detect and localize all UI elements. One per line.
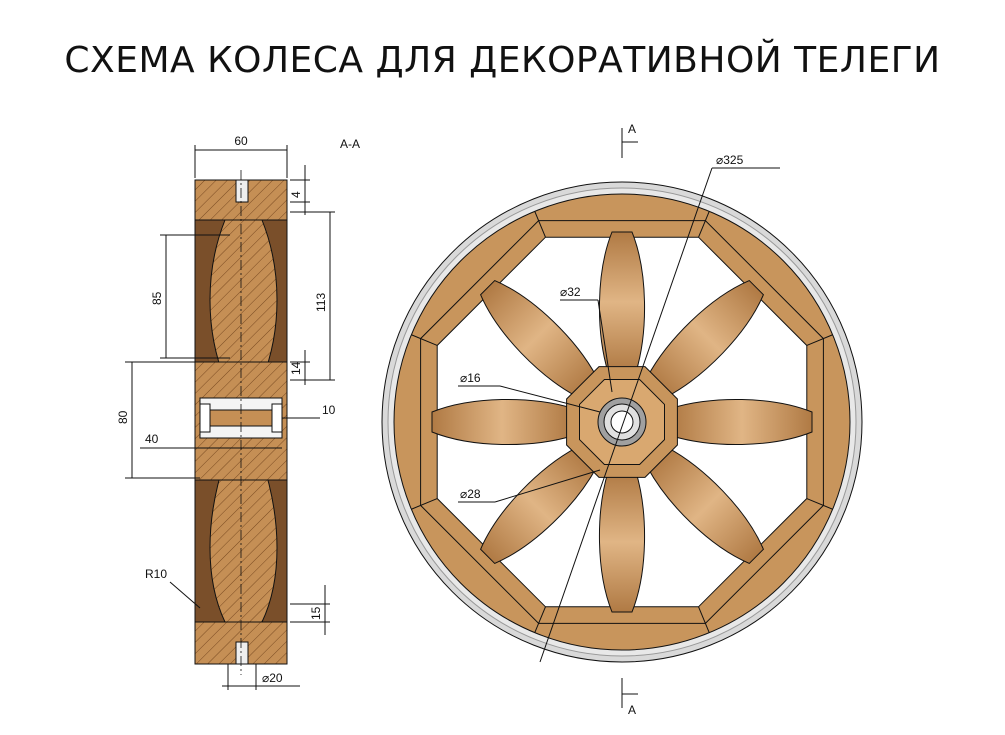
dim-width: 60 xyxy=(234,134,248,148)
spoke xyxy=(479,279,598,398)
felloe-joint xyxy=(806,334,833,346)
front-dimensions: А А ⌀325 ⌀32 ⌀16 ⌀28 xyxy=(458,122,780,717)
spokes xyxy=(431,231,813,613)
front-view xyxy=(381,181,863,663)
dim-rim-gap: 4 xyxy=(289,191,303,198)
dim-outer-diameter: ⌀325 xyxy=(716,153,744,167)
section-mark-top: А xyxy=(628,122,636,136)
spoke-lower xyxy=(209,459,278,623)
section-view xyxy=(194,170,288,675)
pin-bottom xyxy=(235,641,249,665)
spoke xyxy=(646,279,765,398)
spoke xyxy=(671,398,813,446)
dim-spoke-tip: ⌀28 xyxy=(460,487,481,501)
felloe-joint xyxy=(534,606,546,633)
felloe-joint xyxy=(411,498,438,510)
dim-spoke-length: 85 xyxy=(150,291,164,305)
section-dimensions: 60 А-А 4 113 14 10 85 80 40 R10 xyxy=(116,134,360,690)
dim-hub-width: 40 xyxy=(145,432,159,446)
spoke-upper xyxy=(209,219,278,381)
felloe-joint xyxy=(534,211,546,238)
section-mark-bottom: А xyxy=(628,703,636,717)
dim-pin: ⌀20 xyxy=(262,671,283,685)
dim-fillet: R10 xyxy=(145,567,167,581)
felloe-joint xyxy=(411,334,438,346)
page-title: СХЕМА КОЛЕСА ДЛЯ ДЕКОРАТИВНОЙ ТЕЛЕГИ xyxy=(64,40,941,81)
section-label: А-А xyxy=(340,137,360,151)
axle-hole xyxy=(610,410,634,434)
dim-axle: ⌀16 xyxy=(460,371,481,385)
dim-depth: 113 xyxy=(314,293,328,312)
spoke xyxy=(479,446,598,565)
dim-bottom-step: 15 xyxy=(309,606,323,620)
spoke xyxy=(431,398,573,446)
felloe-joint xyxy=(698,211,710,238)
felloe-joint xyxy=(806,498,833,510)
felloe-joint xyxy=(698,606,710,633)
dim-spoke-root: ⌀32 xyxy=(560,285,581,299)
spoke xyxy=(646,446,765,565)
pin-top xyxy=(235,179,249,203)
spoke xyxy=(598,471,646,613)
dim-hub-step: 14 xyxy=(289,361,303,375)
dim-hub-height: 80 xyxy=(116,410,130,424)
spoke xyxy=(598,231,646,373)
dim-bore: 10 xyxy=(322,403,336,417)
